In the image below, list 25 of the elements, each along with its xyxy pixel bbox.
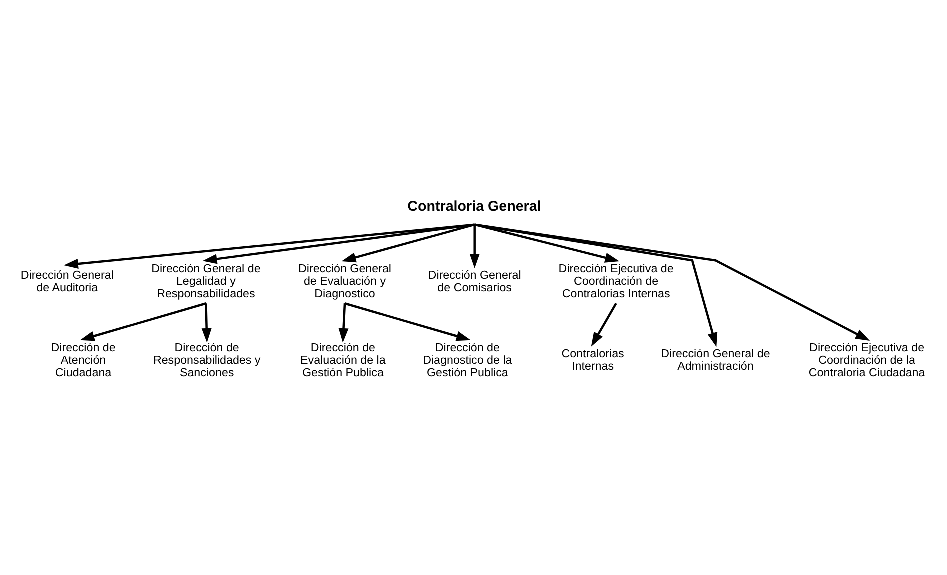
node-text: Contraloria General	[408, 199, 542, 216]
arrow	[591, 303, 618, 347]
node-text: Dirección de Responsabilidades y Sanciones	[153, 341, 261, 380]
arrow	[474, 224, 718, 348]
node-text: Dirección Ejecutiva de Coordinación de Contralorias Internas	[558, 262, 674, 301]
node-text: Dirección General de Auditoria	[20, 268, 114, 294]
node-text: Dirección General de Comisarios	[428, 268, 522, 294]
arrow	[474, 224, 870, 341]
node-text: Dirección de Evaluación de la Gestión Publica	[300, 341, 386, 380]
arrow	[342, 224, 476, 263]
arrow	[202, 304, 212, 343]
arrow	[64, 224, 475, 270]
node-text: Dirección de Atención Ciudadana	[51, 341, 116, 380]
arrow	[470, 224, 480, 268]
arrow	[80, 302, 207, 342]
node-text: Dirección General de Administración	[661, 348, 770, 374]
node-text: Dirección General de Legalidad y Responsabilidades	[152, 262, 261, 301]
arrow	[474, 224, 620, 263]
arrow	[344, 302, 471, 342]
node-text: Dirección General de Evaluación y Diagnostico	[298, 262, 392, 301]
node-text: Contralorias Internas	[562, 348, 624, 374]
node-text: Dirección de Diagnostico de la Gestión Publica	[423, 341, 512, 380]
arrow	[202, 224, 475, 264]
node-text: Dirección Ejecutiva de Coordinación de la Contraloria Ciudadana	[808, 341, 926, 380]
arrow	[338, 304, 349, 343]
